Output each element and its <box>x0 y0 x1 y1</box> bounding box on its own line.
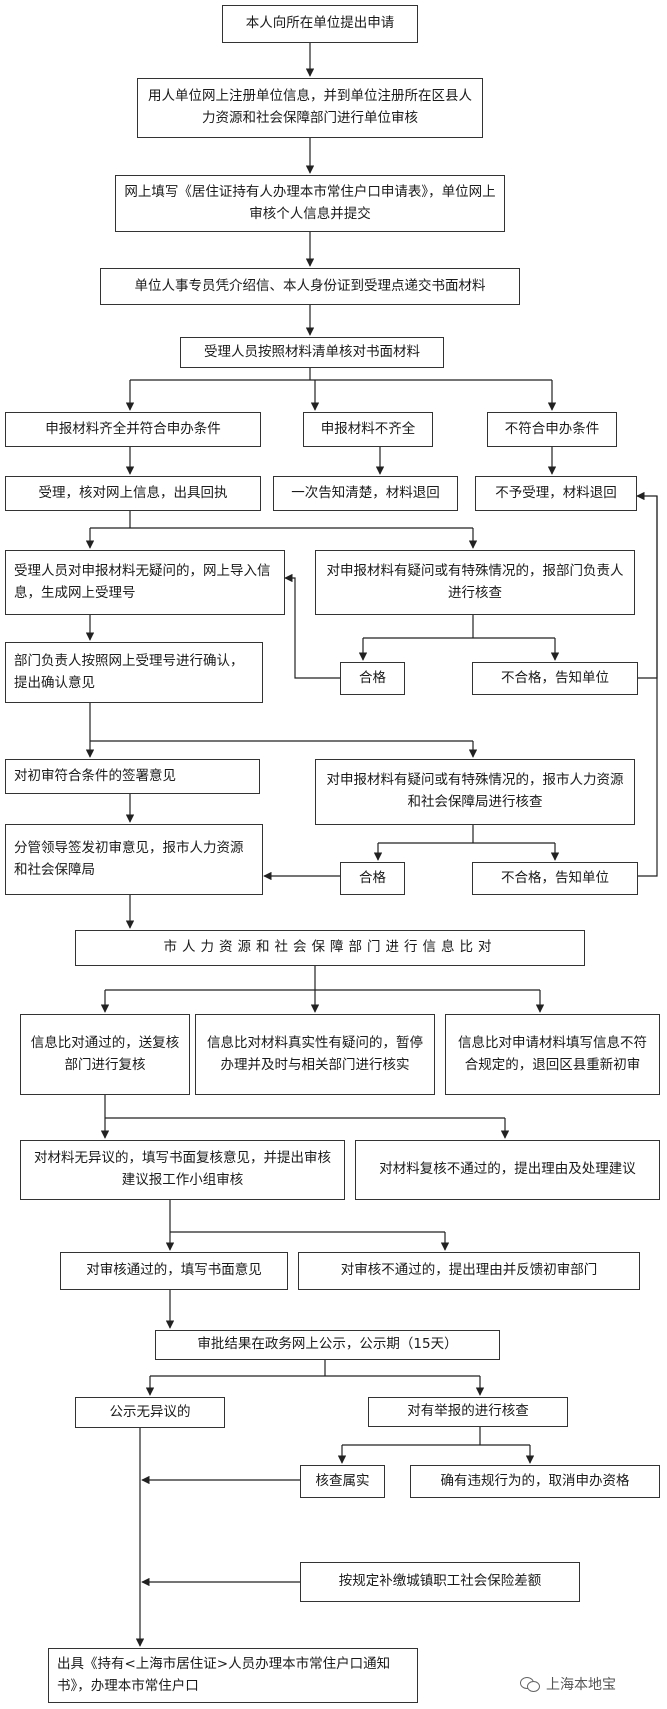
review-fail: 对材料复核不通过的，提出理由及处理建议 <box>355 1140 660 1200</box>
review-ok: 对材料无异议的，填写书面复核意见，并提出审核建议报工作小组审核 <box>20 1140 345 1200</box>
step-notify-return: 一次告知清楚，材料退回 <box>273 476 458 511</box>
final-notice: 出具《持有<上海市居住证>人员办理本市常住户口通知书》，办理本市常住户口 <box>48 1648 418 1703</box>
compare-doubt: 信息比对材料真实性有疑问的，暂停办理并及时与相关部门进行核实 <box>195 1014 435 1095</box>
compare-fail: 信息比对申请材料填写信息不符合规定的，退回区县重新初审 <box>445 1014 660 1095</box>
verify-report: 对有举报的进行核查 <box>368 1397 568 1427</box>
watermark-text: 上海本地宝 <box>546 1677 616 1693</box>
no-objection: 公示无异议的 <box>75 1397 225 1428</box>
pay-insurance: 按规定补缴城镇职工社会保险差额 <box>300 1562 580 1602</box>
step-dept-confirm: 部门负责人按照网上受理号进行确认，提出确认意见 <box>5 642 263 703</box>
verified-true: 核查属实 <box>300 1465 385 1498</box>
result-fail-1: 不合格，告知单位 <box>472 662 638 695</box>
wechat-icon <box>520 1677 540 1692</box>
step-register: 用人单位网上注册单位信息，并到单位注册所在区县人力资源和社会保障部门进行单位审核 <box>137 78 483 138</box>
step-doubt-dept: 对申报材料有疑问或有特殊情况的，报部门负责人进行核查 <box>315 550 635 615</box>
step-publicize: 审批结果在政务网上公示，公示期（15天） <box>155 1330 500 1360</box>
step-doubt-bureau: 对申报材料有疑问或有特殊情况的，报市人力资源和社会保障局进行核查 <box>315 759 635 825</box>
branch-ineligible: 不符合申办条件 <box>487 412 617 447</box>
step-check-docs: 受理人员按照材料清单核对书面材料 <box>180 337 444 368</box>
step-fill-online: 网上填写《居住证持有人办理本市常住户口申请表》，单位网上审核个人信息并提交 <box>115 175 505 232</box>
step-accept: 受理，核对网上信息，出具回执 <box>5 476 261 511</box>
step-reject-return: 不予受理，材料退回 <box>475 476 637 511</box>
result-pass-1: 合格 <box>340 662 405 695</box>
branch-incomplete: 申报材料不齐全 <box>303 412 433 447</box>
compare-pass: 信息比对通过的，送复核部门进行复核 <box>20 1014 190 1095</box>
audit-pass: 对审核通过的，填写书面意见 <box>60 1252 288 1290</box>
step-no-doubt-import: 受理人员对申报材料无疑问的，网上导入信息，生成网上受理号 <box>5 550 285 615</box>
branch-complete: 申报材料齐全并符合申办条件 <box>5 412 261 447</box>
step-submit-docs: 单位人事专员凭介绍信、本人身份证到受理点递交书面材料 <box>100 268 520 305</box>
audit-fail: 对审核不通过的，提出理由并反馈初审部门 <box>298 1252 640 1290</box>
step-sign-opinion: 对初审符合条件的签署意见 <box>5 759 260 794</box>
step-apply: 本人向所在单位提出申请 <box>222 5 418 43</box>
step-leader-sign: 分管领导签发初审意见，报市人力资源和社会保障局 <box>5 824 263 895</box>
violation-cancel: 确有违规行为的，取消申办资格 <box>410 1465 660 1498</box>
result-fail-2: 不合格，告知单位 <box>472 862 638 895</box>
step-city-compare: 市人力资源和社会保障部门进行信息比对 <box>75 930 585 966</box>
watermark: 上海本地宝 <box>520 1672 660 1696</box>
result-pass-2: 合格 <box>340 862 405 895</box>
